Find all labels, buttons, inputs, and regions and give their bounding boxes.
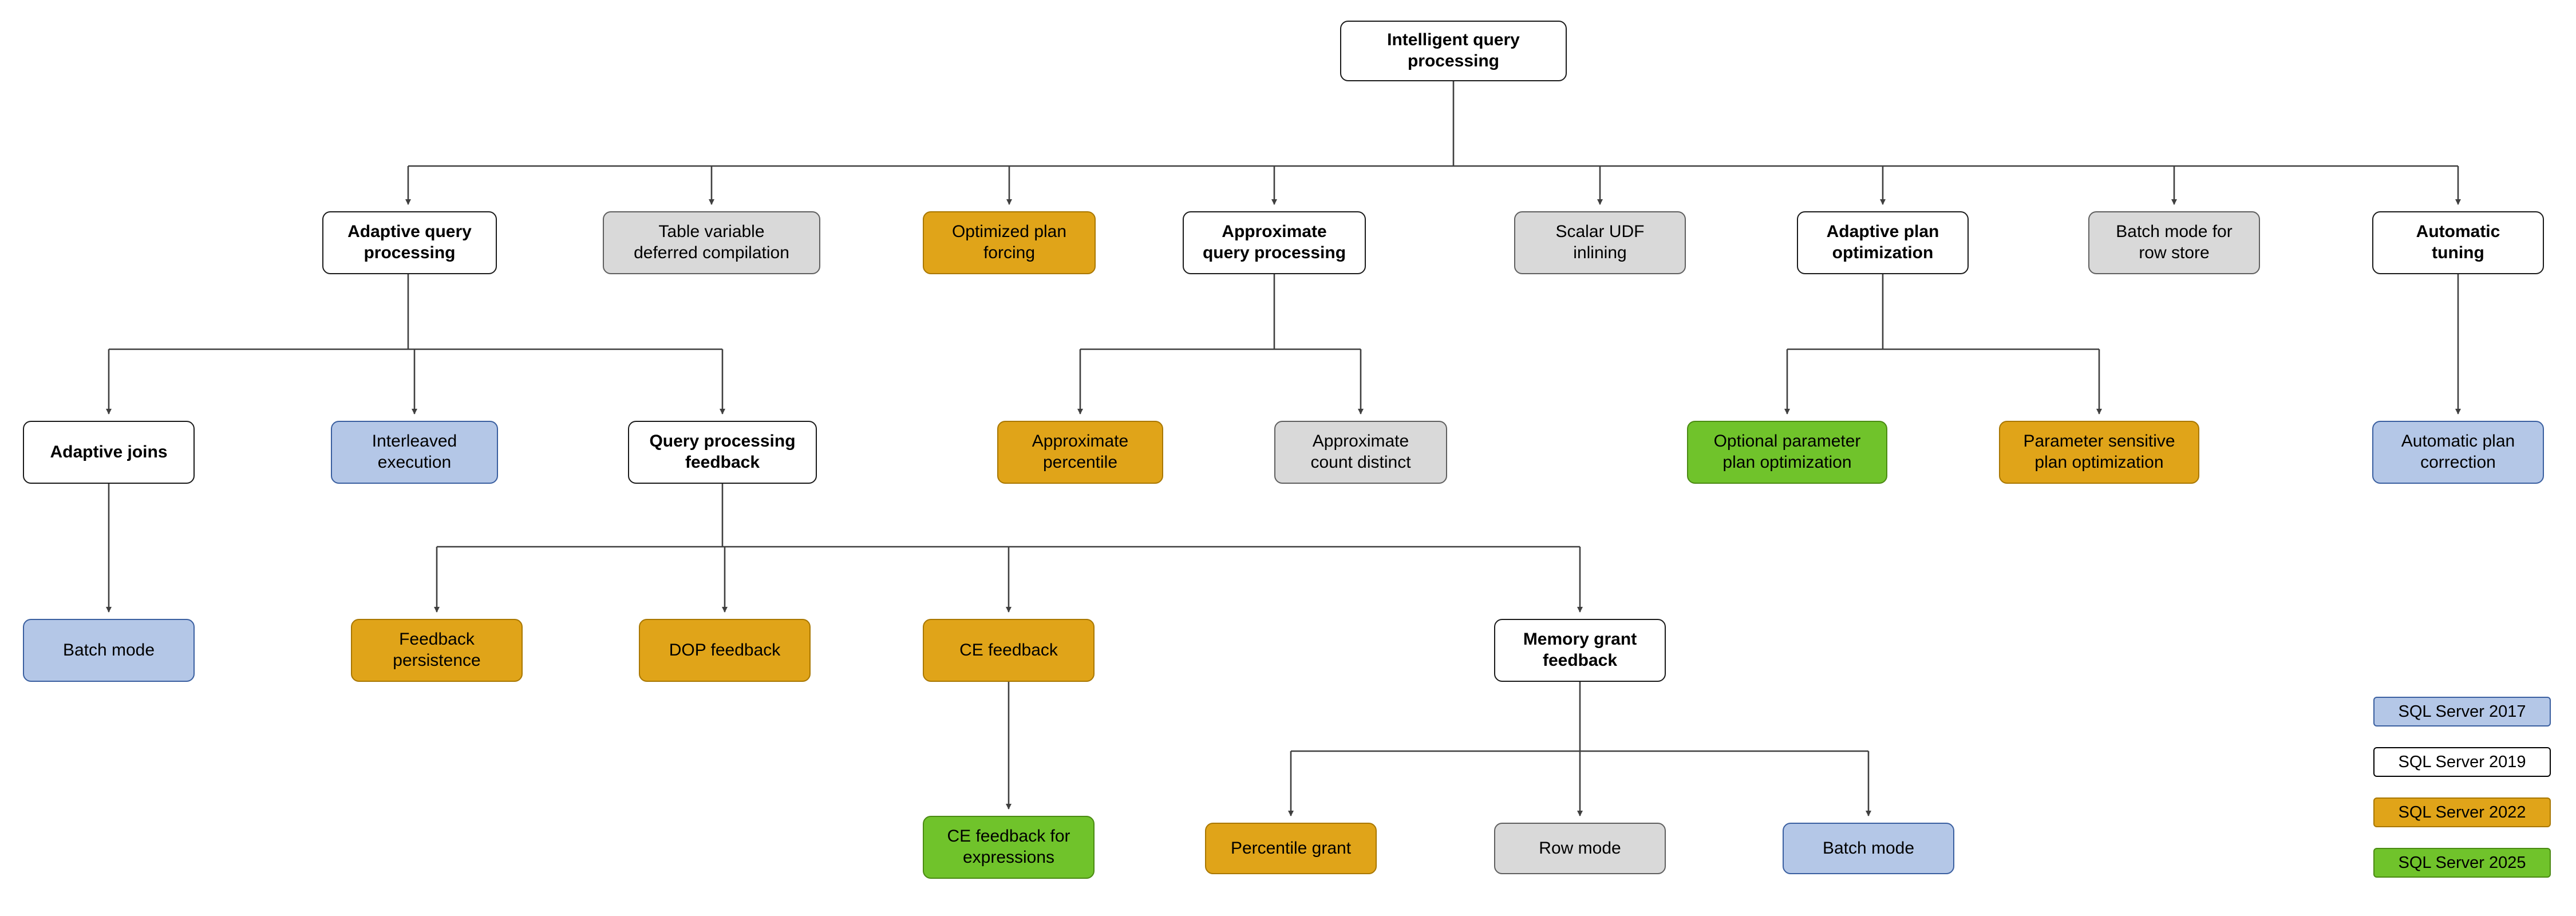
node-percentile-grant[interactable]: Percentile grant <box>1205 823 1377 874</box>
node-row-mode[interactable]: Row mode <box>1494 823 1666 874</box>
legend-label: SQL Server 2019 <box>2398 752 2526 771</box>
node-label: Percentile grant <box>1230 838 1352 858</box>
node-label: DOP feedback <box>669 640 781 660</box>
legend-label: SQL Server 2017 <box>2398 702 2526 721</box>
node-adaptive-joins[interactable]: Adaptive joins <box>23 421 195 484</box>
node-label: CE feedback <box>959 640 1058 660</box>
legend-item-sql-server-2022: SQL Server 2022 <box>2373 797 2551 827</box>
node-batch-mode-adaptive-joins[interactable]: Batch mode <box>23 619 195 682</box>
legend-label: SQL Server 2022 <box>2398 803 2526 822</box>
node-dop-feedback[interactable]: DOP feedback <box>639 619 811 682</box>
node-label: Batch mode <box>62 640 155 660</box>
node-batch-mode-memory-grant[interactable]: Batch mode <box>1783 823 1954 874</box>
legend-item-sql-server-2017: SQL Server 2017 <box>2373 697 2551 727</box>
legend-item-sql-server-2019: SQL Server 2019 <box>2373 747 2551 777</box>
legend-item-sql-server-2025: SQL Server 2025 <box>2373 848 2551 878</box>
node-ce-feedback[interactable]: CE feedback <box>923 619 1095 682</box>
node-label: Adaptive joins <box>50 442 168 461</box>
node-label: Batch mode <box>1822 838 1915 858</box>
node-label: Row mode <box>1539 838 1621 858</box>
legend-label: SQL Server 2025 <box>2398 853 2526 872</box>
